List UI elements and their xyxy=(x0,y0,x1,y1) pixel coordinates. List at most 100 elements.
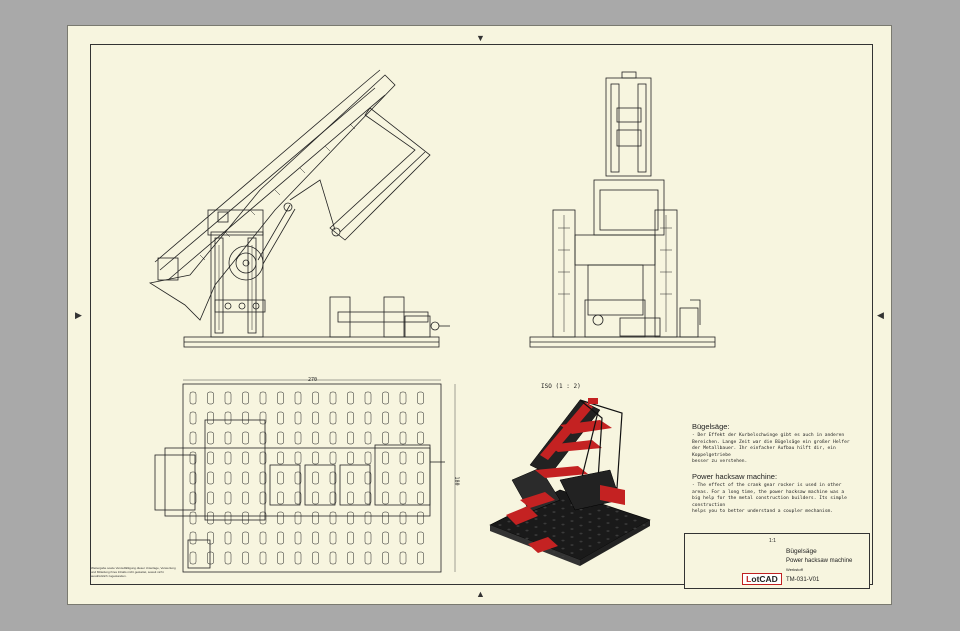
iso-plate-hole xyxy=(588,537,592,539)
plate-slot xyxy=(329,531,337,545)
iso-plate-hole xyxy=(597,509,601,512)
plate-slot xyxy=(347,531,354,545)
plate-slot xyxy=(417,551,424,565)
plate-slot xyxy=(347,491,354,505)
iso-view-label: ISO (1 : 2) xyxy=(541,383,581,390)
iso-plate-hole xyxy=(570,528,574,530)
iso-plate-hole xyxy=(597,517,601,520)
plate-slot xyxy=(399,511,407,525)
plate-slot xyxy=(382,391,389,405)
plate-slot xyxy=(382,411,389,425)
iso-plate-hole xyxy=(588,529,592,531)
plate-slot xyxy=(329,471,337,485)
iso-plate-hole xyxy=(597,541,601,544)
plate-slot xyxy=(259,511,267,525)
plate-slot xyxy=(382,531,389,545)
plate-slot xyxy=(364,471,372,485)
plate-slot xyxy=(294,471,302,485)
plate-slot xyxy=(294,551,302,565)
iso-plate-hole xyxy=(615,518,619,521)
iso-plate-hole xyxy=(534,534,538,536)
plate-slot xyxy=(189,491,197,505)
plate-slot xyxy=(259,391,267,405)
plate-slot xyxy=(277,471,284,485)
plate-slot xyxy=(242,491,249,505)
plate-slot xyxy=(364,391,372,405)
plate-slot xyxy=(364,531,372,545)
side-view xyxy=(529,71,716,348)
dimension-width: 270 xyxy=(308,377,318,383)
plate-slot xyxy=(417,431,424,445)
lotcad-logo: LotCAD xyxy=(742,573,782,585)
plate-slot xyxy=(207,511,214,525)
plate-slot xyxy=(242,531,249,545)
plate-slot xyxy=(364,511,372,525)
plate-slot xyxy=(399,531,407,545)
plate-slot xyxy=(277,451,284,465)
note-text-de: - Der Effekt der Kurbelschwinge gibt es … xyxy=(692,433,850,465)
plate-slot xyxy=(242,471,249,485)
frame-marker-top: ▼ xyxy=(476,33,485,43)
plate-slot xyxy=(224,551,232,565)
plate-slot xyxy=(417,511,424,525)
plate-slot xyxy=(277,411,284,425)
iso-plate-hole xyxy=(561,539,565,542)
iso-plate-hole xyxy=(570,552,574,554)
note-title-en: Power hacksaw machine: xyxy=(692,471,778,481)
iso-plate-hole xyxy=(597,533,601,536)
dimension-depth: 180 xyxy=(453,476,460,486)
plate-slot xyxy=(364,431,372,445)
plate-slot xyxy=(277,511,284,525)
iso-plate-hole xyxy=(561,515,565,518)
plate-slot xyxy=(364,451,372,465)
plate-slot xyxy=(294,531,302,545)
plate-slot xyxy=(224,531,232,545)
plate-slot xyxy=(364,491,372,505)
iso-plate-hole xyxy=(579,532,583,535)
plate-slot xyxy=(312,431,319,445)
iso-plate-hole xyxy=(543,522,547,525)
plate-slot xyxy=(259,431,267,445)
iso-plate-hole xyxy=(543,530,547,533)
plate-slot xyxy=(417,391,424,405)
iso-plate-hole xyxy=(642,524,646,526)
plate-slot xyxy=(207,431,214,445)
iso-plate-hole xyxy=(633,519,637,522)
plate-slot xyxy=(277,431,284,445)
plate-slot xyxy=(347,511,354,525)
plate-slot xyxy=(382,431,389,445)
plate-slot xyxy=(189,511,197,525)
plate-slot xyxy=(347,471,354,485)
plate-slot xyxy=(347,451,354,465)
plate-slot xyxy=(417,471,424,485)
plate-slot xyxy=(207,451,214,465)
iso-plate-hole xyxy=(507,528,511,531)
iso-plate-hole xyxy=(525,537,529,540)
iso-plate-hole xyxy=(588,521,592,523)
plate-slot xyxy=(259,491,267,505)
iso-plate-hole xyxy=(552,535,556,537)
plate-slot xyxy=(347,551,354,565)
plate-slot xyxy=(242,391,249,405)
plate-slot xyxy=(259,451,267,465)
plate-slot xyxy=(224,491,232,505)
plate-slot xyxy=(242,451,249,465)
plate-slot xyxy=(189,411,197,425)
plate-slot xyxy=(224,451,232,465)
iso-plate-hole xyxy=(606,506,610,508)
iso-plate-hole xyxy=(561,499,565,502)
plate-slot xyxy=(364,551,372,565)
plate-slot xyxy=(329,551,337,565)
title-block-name-de: Bügelsäge xyxy=(786,548,817,555)
iso-plate-hole xyxy=(579,524,583,527)
drawing-frame xyxy=(90,44,873,585)
plate-slot xyxy=(294,511,302,525)
plate-slot xyxy=(294,411,302,425)
plate-slot xyxy=(312,411,319,425)
plate-slot xyxy=(399,491,407,505)
iso-plate-hole xyxy=(543,514,547,517)
iso-plate-hole xyxy=(507,520,511,523)
title-block-name-en: Power hacksaw machine xyxy=(786,558,853,564)
title-block-material: Werkstoff xyxy=(786,567,803,572)
plate-slot xyxy=(312,391,319,405)
